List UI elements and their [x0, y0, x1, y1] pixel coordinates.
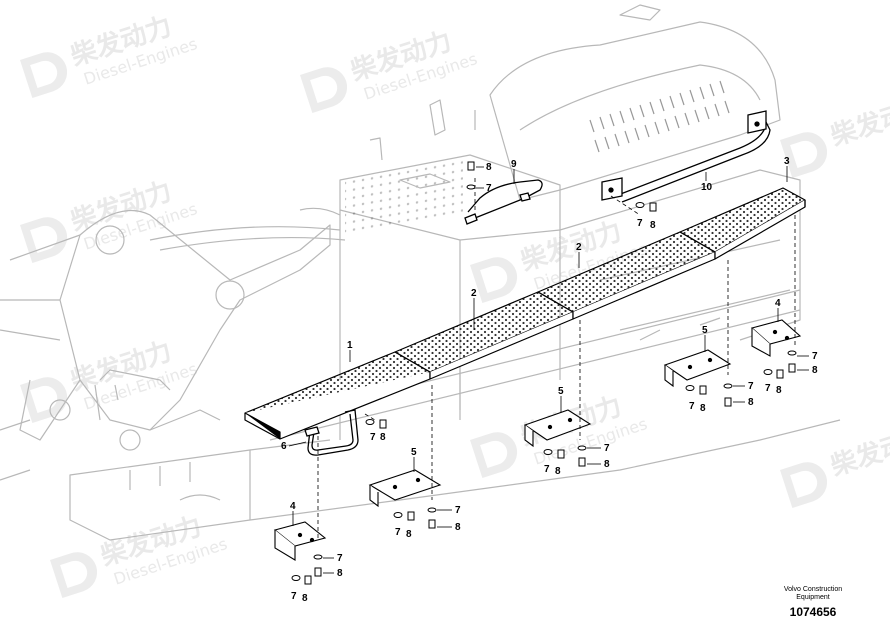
callout-7: 7: [604, 443, 610, 454]
bracket-5-a: [368, 469, 442, 508]
fasteners: [291, 161, 797, 585]
bracket-5-b: [523, 409, 592, 448]
callout-7: 7: [486, 183, 492, 194]
hydraulic-lines: [149, 207, 346, 251]
callout-8: 8: [748, 397, 754, 408]
callout-8: 8: [555, 466, 561, 477]
bolt-group: [393, 507, 437, 529]
boom: [59, 209, 331, 431]
callout-7: 7: [812, 351, 818, 362]
bolt-group: [635, 202, 657, 212]
bracket-4-left: [273, 521, 327, 561]
callout-10: 10: [701, 182, 713, 193]
hood-louvres: [589, 80, 730, 153]
callout-8: 8: [302, 593, 308, 604]
bolt-group: [365, 419, 387, 429]
callout-8: 8: [650, 220, 656, 231]
callout-7: 7: [748, 381, 754, 392]
callout-9: 9: [511, 159, 517, 170]
callout-7: 7: [689, 401, 695, 412]
callout-5: 5: [702, 325, 708, 336]
step-plate-2-left: [394, 291, 574, 380]
callout-4: 4: [290, 501, 296, 512]
callout-2: 2: [471, 288, 477, 299]
callout-7: 7: [765, 383, 771, 394]
callout-7: 7: [337, 553, 343, 564]
callout-8: 8: [812, 365, 818, 376]
handrail-6: [304, 409, 359, 456]
credit-line-2: Equipment: [796, 594, 830, 601]
engine-hood: [489, 21, 781, 201]
frame-rail: [269, 289, 801, 441]
bracket-4-right: [750, 319, 802, 357]
dashed-assembly-lines: [317, 178, 796, 540]
callout-8: 8: [455, 522, 461, 533]
bolt-group: [763, 350, 797, 379]
step-plate-3: [679, 187, 806, 260]
credit-line-1: Volvo Construction: [783, 586, 843, 593]
callout-7: 7: [395, 527, 401, 538]
callout-7: 7: [370, 432, 376, 443]
bolt-group: [685, 383, 733, 407]
bolt-group: [543, 445, 587, 467]
step-plate-2-right: [537, 231, 716, 320]
step-assembly: [244, 187, 806, 440]
bolt-group: [466, 161, 476, 190]
callout-8: 8: [486, 162, 492, 173]
callout-7: 7: [455, 505, 461, 516]
bolt-group: [291, 554, 323, 585]
callout-8: 8: [380, 432, 386, 443]
machine-frame: [0, 4, 841, 541]
step-plate-1: [244, 351, 431, 440]
callout-3: 3: [784, 156, 790, 167]
watermark-cn: 柴发动力: [826, 421, 890, 483]
callout-7: 7: [291, 591, 297, 602]
callout-7: 7: [637, 218, 643, 229]
bracket-5-c: [663, 349, 732, 388]
callout-8: 8: [604, 459, 610, 470]
callout-2: 2: [576, 242, 582, 253]
callout-4: 4: [775, 298, 781, 309]
handrails: [304, 110, 771, 456]
publisher-credit: Volvo Construction Equipment 1074656: [748, 586, 878, 619]
callout-labels: 1 2 2 3 4 4 5 5 5 6 9 10 8 7 7 8 7 8 7 8: [281, 156, 818, 604]
callout-8: 8: [700, 403, 706, 414]
handrail-9: [464, 179, 543, 225]
callout-6: 6: [281, 441, 287, 452]
watermark-cn: 柴发动力: [826, 91, 890, 153]
undercarriage: [69, 449, 251, 541]
handrail-10: [601, 110, 771, 203]
callout-8: 8: [337, 568, 343, 579]
callout-5: 5: [411, 447, 417, 458]
callout-5: 5: [558, 386, 564, 397]
callout-8: 8: [776, 385, 782, 396]
callout-1: 1: [347, 340, 353, 351]
brackets: [273, 319, 802, 561]
drawing-number: 1074656: [789, 605, 837, 619]
callout-8: 8: [406, 529, 412, 540]
callout-7: 7: [544, 464, 550, 475]
